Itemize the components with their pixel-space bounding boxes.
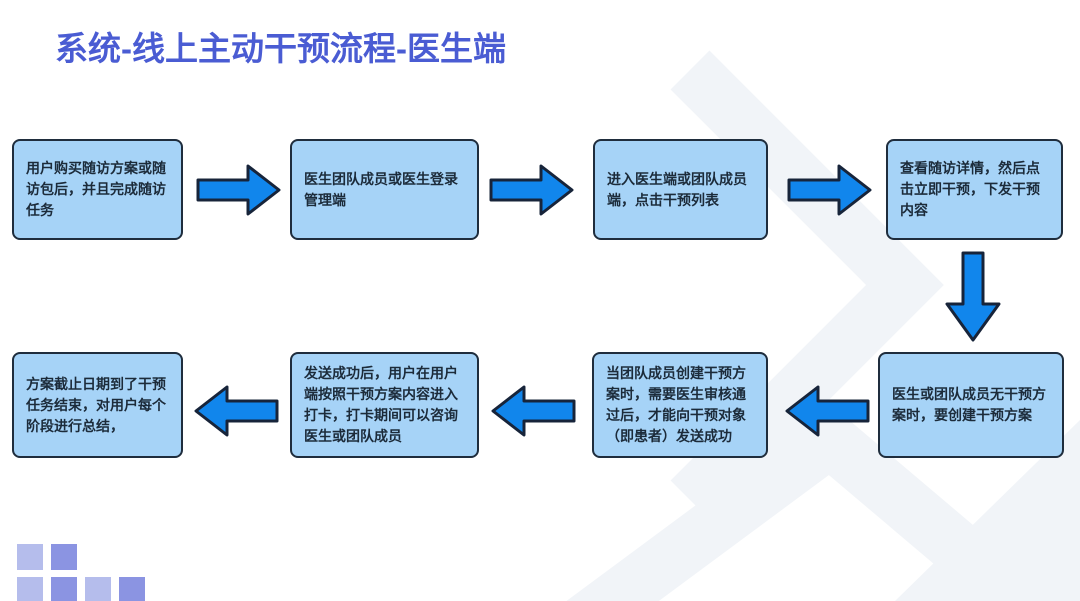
flow-box-text: 医生或团队成员无干预方案时，要创建干预方案 [892, 386, 1046, 423]
flow-box-step-5: 医生或团队成员无干预方案时，要创建干预方案 [878, 352, 1064, 458]
arrow-right-icon [787, 164, 872, 216]
decor-square-icon [17, 544, 43, 570]
decor-square-icon [17, 577, 43, 601]
flow-box-text: 医生团队成员或医生登录管理端 [304, 170, 458, 208]
flow-box-step-2: 医生团队成员或医生登录管理端 [290, 139, 479, 240]
decor-square-icon [51, 577, 77, 601]
flow-box-text: 用户购买随访方案或随访包后，并且完成随访任务 [26, 160, 166, 218]
decor-square-icon [85, 577, 111, 601]
chevron-band-icon [566, 404, 1063, 601]
flow-box-step-4: 查看随访详情，然后点击立即干预，下发干预内容 [886, 139, 1063, 240]
flow-box-text: 进入医生端或团队成员端，点击干预列表 [607, 170, 747, 208]
arrow-left-icon [785, 385, 870, 437]
flow-box-text: 发送成功后，用户在用户端按照干预方案内容进入打卡，打卡期间可以咨询医生或团队成员 [304, 365, 458, 444]
arrow-left-icon [491, 385, 576, 437]
arrow-left-icon [194, 385, 279, 437]
flow-box-step-1: 用户购买随访方案或随访包后，并且完成随访任务 [12, 139, 183, 240]
flow-box-text: 方案截止日期到了干预任务结束，对用户每个阶段进行总结， [26, 375, 166, 434]
flow-box-text: 当团队成员创建干预方案时，需要医生审核通过后，才能向干预对象（即患者）发送成功 [606, 365, 746, 444]
flow-box-step-7: 发送成功后，用户在用户端按照干预方案内容进入打卡，打卡期间可以咨询医生或团队成员 [290, 352, 479, 458]
decor-square-icon [51, 544, 77, 570]
arrow-down-icon [945, 251, 1001, 342]
flow-box-step-8: 方案截止日期到了干预任务结束，对用户每个阶段进行总结， [12, 352, 183, 458]
flow-box-step-6: 当团队成员创建干预方案时，需要医生审核通过后，才能向干预对象（即患者）发送成功 [592, 352, 768, 458]
decor-square-icon [119, 577, 145, 601]
flow-box-text: 查看随访详情，然后点击立即干预，下发干预内容 [900, 160, 1040, 218]
arrow-right-icon [196, 164, 281, 216]
arrow-right-icon [489, 164, 574, 216]
flow-box-step-3: 进入医生端或团队成员端，点击干预列表 [593, 139, 768, 240]
page-title: 系统-线上主动干预流程-医生端 [55, 30, 506, 67]
